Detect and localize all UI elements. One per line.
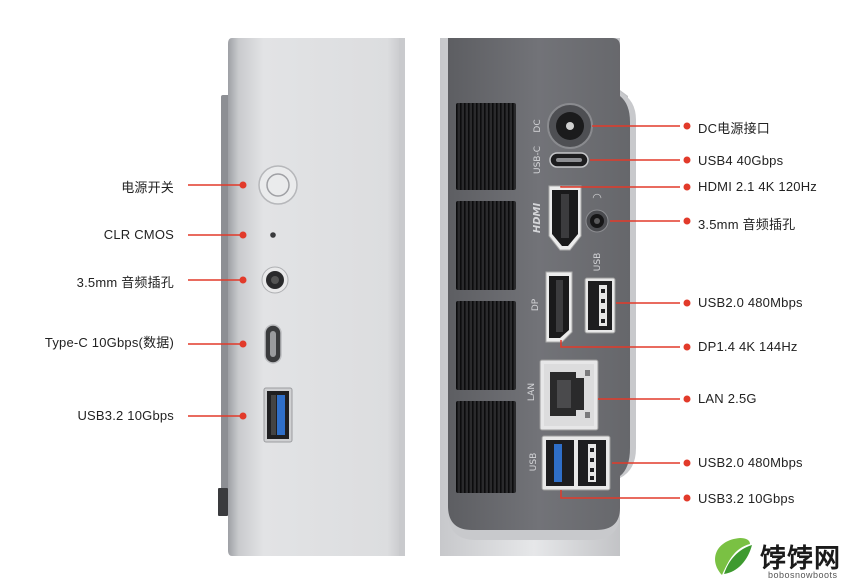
port-print-usb-bottom: USB [529,453,539,471]
svg-text:◠: ◠ [592,191,602,204]
label-typec-front: Type-C 10Gbps(数据) [44,335,174,350]
left-callout-lines [188,184,240,417]
watermark-name: 饽饽网 [760,544,842,574]
label-lan: LAN 2.5G [698,391,757,406]
label-usb4: USB4 40Gbps [698,153,784,168]
watermark-url: bobosnowboots [768,570,838,580]
vent-grille-3 [456,301,516,390]
label-hdmi: HDMI 2.1 4K 120Hz [698,179,818,194]
label-power-switch: 电源开关 [121,180,174,195]
label-usb32-rear: USB3.2 10Gbps [698,491,795,506]
port-print-lan: LAN [527,383,537,401]
vent-grille-1 [456,103,516,190]
vent-grille-2 [456,201,516,290]
label-audio-front: 3.5mm 音频插孔 [76,275,174,290]
power-button [258,165,298,205]
port-print-dp: DP [531,298,541,311]
rear-panel: ◠ [440,38,636,556]
port-print-hdmi: HDMI [532,203,543,234]
label-usb32-front: USB3.2 10Gbps [77,408,174,423]
clr-cmos-hole [270,232,276,238]
label-usb20-b: USB2.0 480Mbps [698,455,803,470]
label-clr-cmos: CLR CMOS [103,227,174,242]
front-panel [218,38,405,556]
label-audio-rear: 3.5mm 音频插孔 [698,217,796,232]
vent-grille-4 [456,401,516,493]
port-print-usbc: USB-C [533,146,543,174]
port-print-dc: DC [533,119,543,132]
right-callout-lines [560,125,680,499]
right-callout-dots [683,122,691,502]
port-print-usb-top: USB [593,253,603,271]
label-dp: DP1.4 4K 144Hz [698,339,798,354]
label-usb20-a: USB2.0 480Mbps [698,295,803,310]
label-dc: DC电源接口 [698,121,770,136]
left-callout-dots [239,181,247,420]
